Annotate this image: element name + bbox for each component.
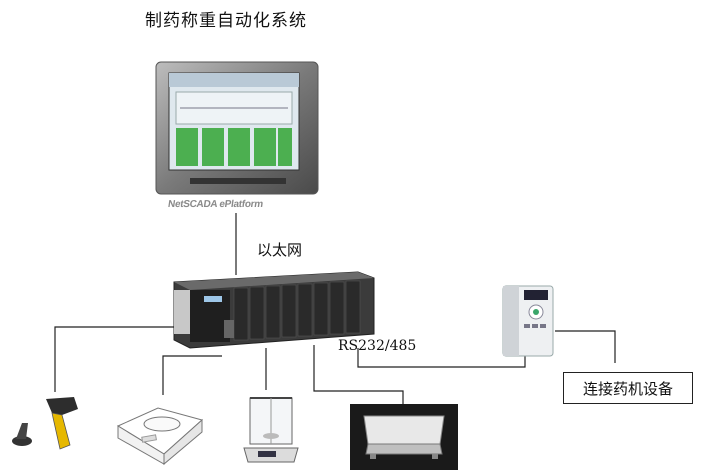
diagram-title: 制药称重自动化系统 xyxy=(145,11,307,31)
serial-label: RS232/485 xyxy=(338,338,417,354)
barcode-scanner-icon xyxy=(12,397,78,450)
equipment-line xyxy=(555,330,616,363)
ethernet-label: 以太网 xyxy=(257,241,303,259)
serial-line xyxy=(357,348,526,368)
frequency-inverter-icon xyxy=(502,285,554,357)
analytical-balance-icon xyxy=(243,397,299,463)
plc-rack-icon xyxy=(173,271,375,349)
touch-panel-icon xyxy=(155,61,319,195)
platform-scale-line xyxy=(313,345,404,404)
platform-scale-icon xyxy=(350,404,458,470)
scanner-line xyxy=(54,326,222,392)
hmi-caption: NetSCADA ePlatform xyxy=(167,199,264,210)
equipment-box: 连接药机设备 xyxy=(563,372,693,404)
balance1-line xyxy=(162,355,222,395)
precision-balance-icon xyxy=(116,407,204,466)
